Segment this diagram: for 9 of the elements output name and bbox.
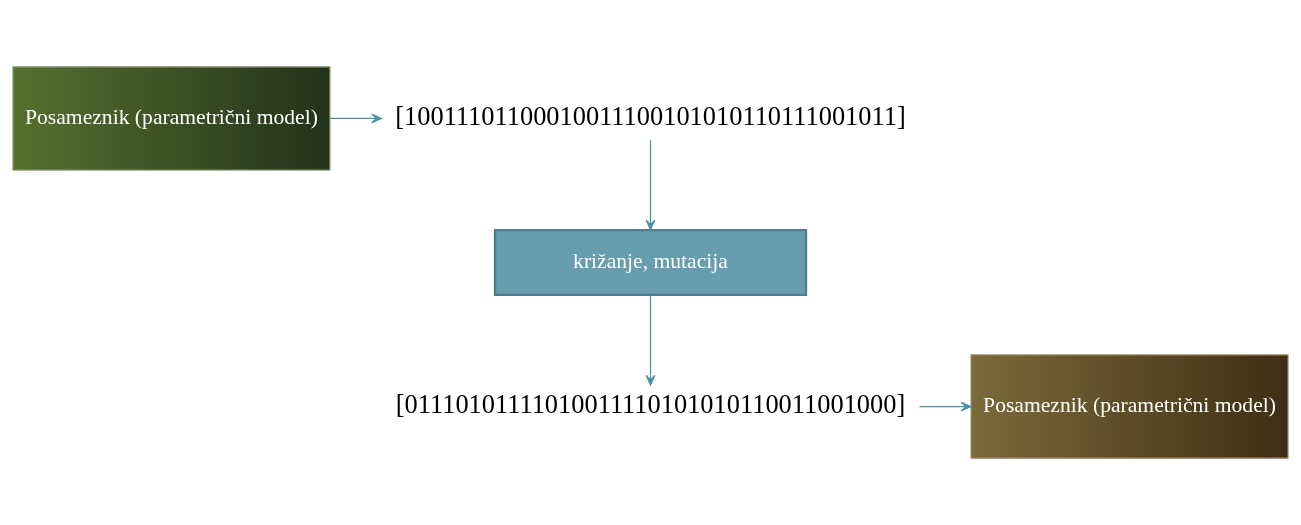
arrow: [918, 401, 972, 412]
node-box: Posameznik (parametrični model): [970, 354, 1289, 459]
node-text: [01110101111010011110101010110011001000]: [395, 389, 906, 420]
node-box: Posameznik (parametrični model): [12, 66, 331, 171]
node-box: križanje, mutacija: [493, 228, 808, 297]
arrow: [645, 139, 656, 231]
node-text: [10011101100010011100101010110111001011]: [395, 101, 906, 132]
arrow: [329, 113, 382, 124]
arrow: [645, 294, 656, 386]
